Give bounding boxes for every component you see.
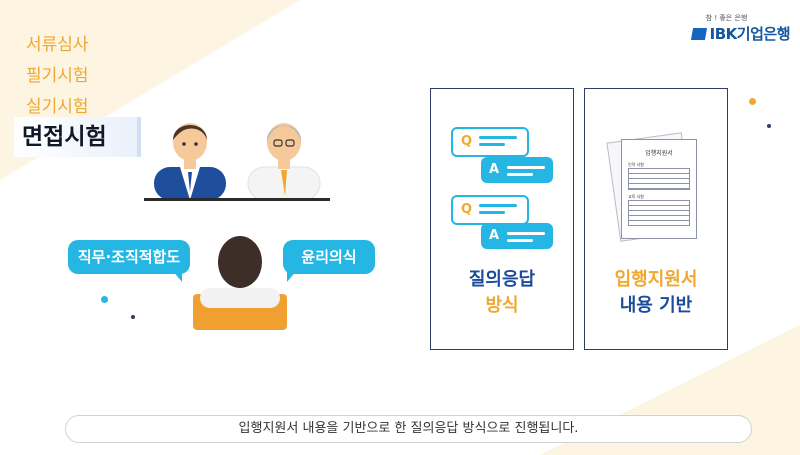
bubble-tail <box>172 270 182 282</box>
decor-dot <box>101 296 108 303</box>
bubble-job-fit-text: 직무·조직적합도 <box>77 248 181 266</box>
answer-bubble: A <box>481 157 553 183</box>
bubble-ethics: 윤리의식 <box>283 240 375 282</box>
q-letter: Q <box>461 202 473 217</box>
answer-line-icon <box>507 239 533 242</box>
logo-tagline: 참 ! 좋은 은행 <box>705 14 748 22</box>
decor-dot <box>749 98 756 105</box>
interviewer-left-icon <box>154 123 226 200</box>
interview-desk <box>144 198 330 201</box>
ibk-logo: 참 ! 좋은 은행 IBK기업은행 <box>690 14 791 44</box>
answer-bubble: A <box>481 223 553 249</box>
logo-brand-text: IBK기업은행 <box>709 25 791 43</box>
q-letter: Q <box>461 134 473 149</box>
answer-line-icon <box>507 166 545 169</box>
a-letter: A <box>489 228 500 243</box>
decor-dot <box>767 124 771 128</box>
a-letter: A <box>489 162 500 177</box>
interviewer-right-icon <box>247 123 321 201</box>
ibk-logo-icon <box>690 27 707 40</box>
form-section-2: 교육 사항 <box>628 194 644 199</box>
bubble-tail <box>287 270 297 282</box>
process-steps: 서류심사 필기시험 실기시험 <box>26 30 89 123</box>
application-form-icon: 입행지원서 인적 사항 교육 사항 <box>621 139 697 239</box>
question-line-icon <box>479 211 505 214</box>
panel-form-label-2: 내용 기반 <box>619 295 693 316</box>
form-section-1: 인적 사항 <box>628 162 644 167</box>
caption-subtitle: 입행지원서 내용을 기반으로 한 질의응답 방식으로 진행됩니다. <box>65 415 752 443</box>
step-interview-highlight: 면접시험 <box>14 117 141 157</box>
step-practical-exam: 실기시험 <box>26 97 89 117</box>
question-bubble: Q <box>451 127 529 157</box>
answer-line-icon <box>507 173 533 176</box>
bubble-ethics-text: 윤리의식 <box>301 248 357 266</box>
panel-application-form: 입행지원서 인적 사항 교육 사항 입행지원서 내용 기반 <box>584 88 728 350</box>
answer-line-icon <box>507 232 545 235</box>
interviewers-illustration <box>154 123 321 201</box>
bubble-job-fit: 직무·조직적합도 <box>68 240 190 282</box>
question-line-icon <box>479 204 517 207</box>
question-bubble: Q <box>451 195 529 225</box>
decor-dot <box>131 315 135 319</box>
panel-qa-label-2: 방식 <box>485 295 519 316</box>
form-table-2 <box>628 200 690 226</box>
question-line-icon <box>479 143 505 146</box>
form-table-1 <box>628 168 690 190</box>
panel-qa-method: Q A Q A 질의응답 방식 <box>430 88 574 350</box>
panel-qa-label-1: 질의응답 <box>468 269 536 290</box>
question-line-icon <box>479 136 517 139</box>
candidate-icon <box>193 236 287 330</box>
form-doc-title: 입행지원서 <box>645 150 673 157</box>
panel-form-label-1: 입행지원서 <box>614 269 698 290</box>
step-interview: 면접시험 <box>22 124 107 150</box>
step-document-review: 서류심사 <box>26 35 89 55</box>
step-written-exam: 필기시험 <box>26 66 89 86</box>
